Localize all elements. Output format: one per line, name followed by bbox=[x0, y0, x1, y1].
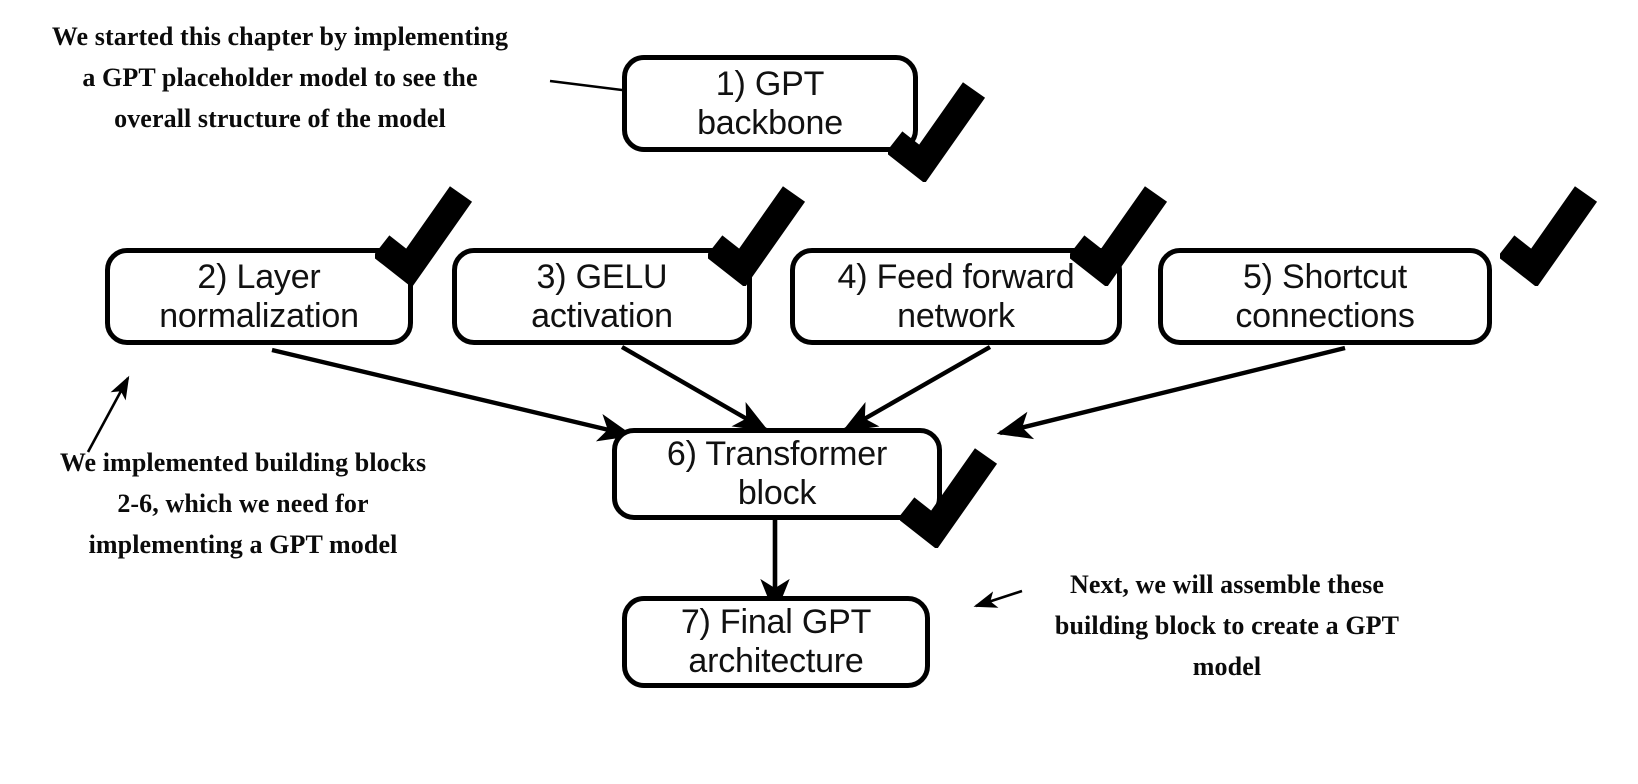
annotation-line: We started this chapter by implementing bbox=[51, 22, 509, 51]
edge-gelu-activation-to-transformer-block bbox=[620, 345, 770, 432]
annotation-line: overall structure of the model bbox=[114, 104, 446, 134]
edge-shortcut-connections-to-transformer-block bbox=[996, 345, 1346, 440]
annotation-bottom-right-note: Next, we will assemble these building bl… bbox=[1012, 564, 1442, 687]
annotation-bottom-left-note: We implemented building blocks 2-6, whic… bbox=[8, 442, 478, 565]
annotation-line: model bbox=[1192, 652, 1262, 682]
edge-feed-forward-network-to-transformer-block bbox=[841, 345, 992, 432]
annotation-line: building block to create a GPT bbox=[1054, 611, 1400, 641]
edge-layer-normalization-to-transformer-block bbox=[271, 347, 634, 442]
edge-note-to-layer-normalization bbox=[86, 375, 130, 453]
annotation-line: 2-6, which we need for bbox=[117, 489, 369, 519]
checkmark-icon-shortcut-connections bbox=[1500, 186, 1598, 286]
annotation-line: a GPT placeholder model to see the bbox=[82, 63, 478, 93]
annotation-line: We implemented building blocks bbox=[59, 448, 427, 477]
annotation-line: Next, we will assemble these bbox=[1069, 570, 1384, 599]
annotation-line: implementing a GPT model bbox=[88, 530, 398, 560]
annotation-top-left-note: We started this chapter by implementing … bbox=[10, 16, 550, 139]
